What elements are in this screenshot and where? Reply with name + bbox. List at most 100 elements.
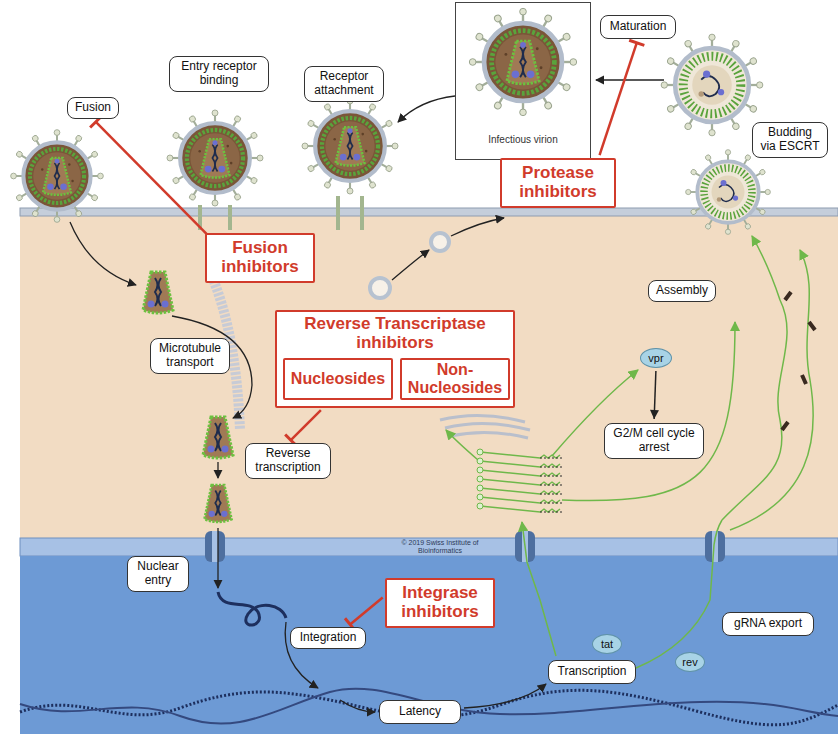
vesicles-part — [370, 278, 390, 298]
connector-line — [350, 597, 383, 624]
node-text: Latency — [386, 705, 454, 719]
rna-arrows-part — [522, 522, 556, 656]
arrow-head — [650, 410, 659, 419]
process-arrows-part — [464, 684, 546, 708]
step-label: Assembly — [648, 280, 716, 302]
drug-subclass-box: Non-Nucleosides — [400, 358, 510, 400]
node-text: Transcription — [555, 665, 629, 679]
capsids — [143, 272, 233, 522]
virions-part — [167, 110, 263, 206]
node-text: vpr — [644, 352, 668, 365]
node-text: Fusion — [74, 101, 112, 115]
node-text: Microtubule transport — [157, 342, 223, 370]
rna-arrows-part — [722, 236, 787, 520]
host-receptors — [200, 196, 362, 230]
rna-fan-part — [480, 470, 560, 476]
step-label: Entry receptor binding — [169, 56, 269, 92]
node-text: Integration — [297, 631, 359, 645]
process-arrows — [70, 80, 664, 712]
step-label: Receptor attachment — [304, 66, 384, 102]
virions-part — [11, 130, 104, 223]
step-label: Microtubule transport — [150, 338, 230, 374]
rna-fan-part — [477, 467, 483, 473]
node-text: Entry receptor binding — [176, 60, 262, 88]
rna-fan-part — [480, 506, 560, 512]
inhibition-line — [345, 597, 383, 630]
process-arrows-part — [217, 462, 218, 478]
step-label: gRNA export — [722, 612, 814, 636]
connector-line — [600, 43, 637, 155]
process-arrows-part — [70, 222, 136, 285]
step-label: G2/M cell cycle arrest — [604, 423, 704, 459]
process-arrows-part — [398, 96, 455, 122]
node-text: Integrase inhibitors — [391, 584, 489, 621]
node-text: tat — [596, 638, 618, 651]
inhibition-bar — [629, 40, 644, 45]
nucleus — [20, 556, 838, 734]
step-label: Fusion — [67, 97, 119, 119]
connector-line — [291, 410, 321, 440]
nuclear-pores-part — [212, 531, 218, 562]
endoplasmic-reticulum — [440, 415, 530, 438]
gag-segments — [782, 292, 815, 430]
virions-part — [661, 34, 763, 136]
step-label: Latency — [379, 700, 461, 724]
host-dna-part — [20, 689, 838, 724]
inhibition-line — [90, 116, 209, 237]
connector-line — [96, 122, 210, 237]
rna-fan-part — [477, 449, 483, 455]
rna-arrows-part — [562, 322, 735, 501]
virions — [11, 8, 771, 234]
node-text: Assembly — [655, 284, 709, 298]
step-label: Reverse transcription — [245, 443, 331, 479]
process-arrows-part — [451, 218, 504, 236]
nuclear-pores-part — [205, 531, 225, 562]
rna-fan — [477, 449, 564, 512]
virions-part — [686, 150, 771, 235]
nuclear-pores — [205, 531, 725, 562]
drug-class-box: Integrase inhibitors — [385, 578, 495, 628]
rna-fan-part — [540, 458, 564, 512]
drug-subclass-box: Nucleosides — [283, 358, 393, 400]
rna-arrows-part — [636, 520, 722, 668]
node-text: Reverse transcription — [252, 447, 324, 475]
node-text: Fusion inhibitors — [211, 239, 309, 276]
node-text: Receptor attachment — [311, 70, 377, 98]
rna-fan-part — [480, 497, 560, 503]
capsids-part — [203, 417, 233, 458]
node-text: Nucleosides — [288, 370, 388, 388]
virions-part — [302, 98, 398, 194]
node-text: Infectious virion — [488, 134, 558, 146]
inset-panel: Infectious virion — [455, 2, 591, 160]
capsids-part — [143, 272, 173, 313]
flow-arrow — [650, 371, 659, 419]
virions-part — [469, 8, 576, 115]
cytoplasm — [20, 214, 838, 540]
inhibition-line — [285, 410, 321, 446]
node-text: Budding via ESCRT — [759, 126, 821, 154]
inhibition-line — [600, 40, 645, 155]
rna-fan-part — [477, 458, 483, 464]
rna-fan-part — [480, 479, 560, 485]
node-text: Nuclear entry — [134, 560, 182, 588]
rna-arrows-part — [446, 430, 478, 460]
rna-fan-part — [477, 476, 483, 482]
process-arrows-part — [217, 528, 218, 588]
process-arrows-part — [392, 250, 429, 280]
step-label: Transcription — [548, 660, 636, 684]
capsids-part — [205, 485, 232, 522]
node-text: Non-Nucleosides — [405, 361, 505, 396]
rna-fan-part — [477, 503, 483, 509]
drug-class-box: Fusion inhibitors — [205, 233, 315, 283]
vesicles — [370, 233, 449, 298]
step-label: Maturation — [600, 15, 676, 39]
process-arrows-part — [596, 79, 664, 80]
rna-fan-part — [480, 452, 560, 458]
node-text: Maturation — [607, 20, 669, 34]
step-label: Integration — [290, 627, 366, 649]
protein-ellipse: vpr — [640, 348, 672, 368]
viral-dna — [218, 592, 286, 625]
rna-arrows — [446, 236, 813, 668]
